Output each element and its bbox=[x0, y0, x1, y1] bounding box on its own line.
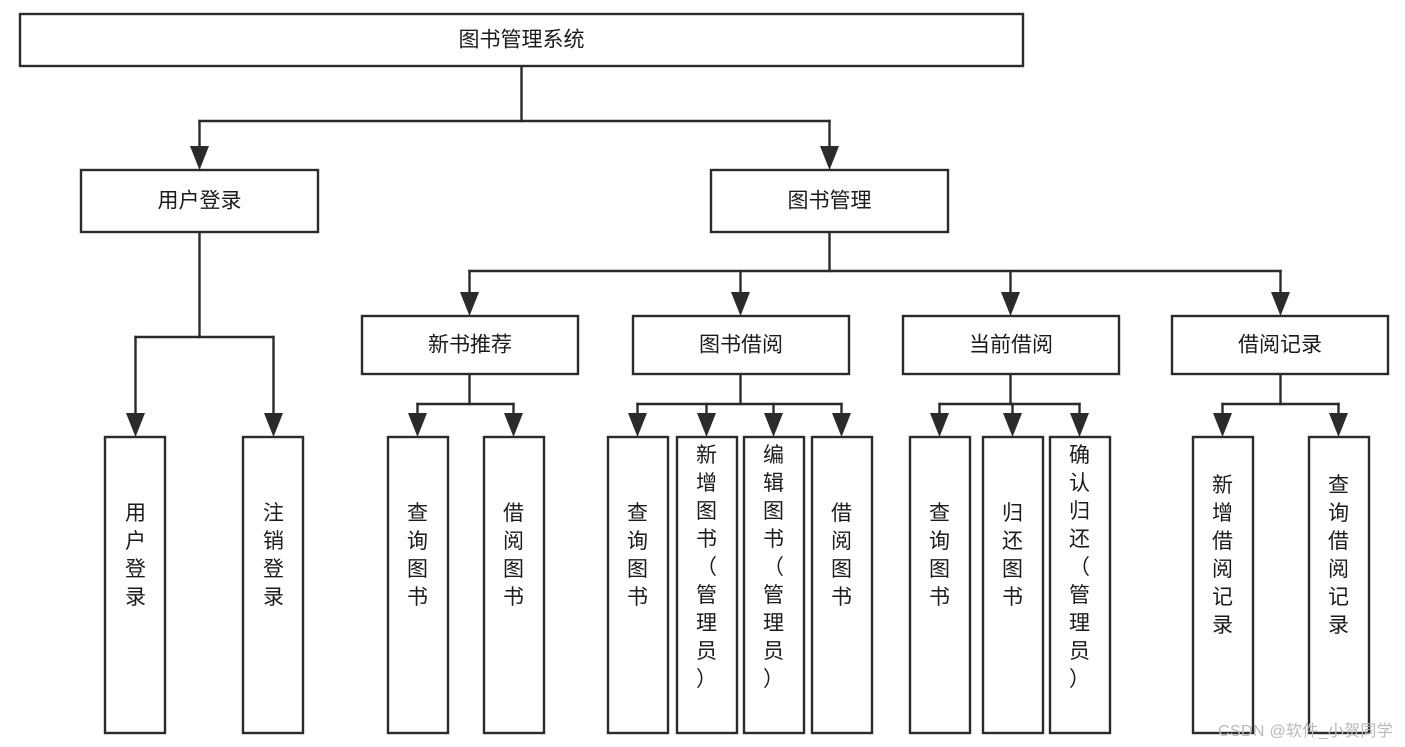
node-borrow-record-box[interactable] bbox=[1170, 314, 1390, 376]
node-leaf-query-record-label: 查询借阅记录 bbox=[1328, 474, 1349, 637]
node-current-borrow[interactable]: 当前借阅 bbox=[901, 314, 1121, 376]
node-leaf-return-book[interactable]: 归还图书 bbox=[981, 435, 1045, 735]
node-current-borrow-box[interactable] bbox=[901, 314, 1121, 376]
connector-layer bbox=[126, 64, 1348, 437]
arrow-head-user-login bbox=[190, 146, 209, 170]
node-leaf-add-book-admin[interactable]: 新增图书（管理员） bbox=[675, 435, 739, 735]
node-leaf-query-book-2-box[interactable] bbox=[606, 435, 670, 735]
node-new-book-recommend-box[interactable] bbox=[360, 314, 580, 376]
arrow-head-leaf-add-record bbox=[1213, 413, 1232, 437]
node-root-label: 图书管理系统 bbox=[459, 29, 585, 52]
node-leaf-logout-box[interactable] bbox=[241, 435, 305, 735]
arrow-head-book-borrow bbox=[731, 292, 750, 316]
node-leaf-query-book-1-box[interactable] bbox=[386, 435, 450, 735]
node-leaf-logout[interactable]: 注销登录 bbox=[241, 435, 305, 735]
node-borrow-record-label: 借阅记录 bbox=[1238, 334, 1322, 357]
node-leaf-query-record-box[interactable] bbox=[1307, 435, 1371, 735]
node-leaf-borrow-book-2-box[interactable] bbox=[810, 435, 874, 735]
node-root-box[interactable] bbox=[18, 12, 1025, 68]
node-book-manage-box[interactable] bbox=[709, 168, 950, 234]
node-root[interactable]: 图书管理系统 bbox=[18, 12, 1025, 68]
node-leaf-confirm-return-admin-box[interactable] bbox=[1048, 435, 1112, 735]
node-leaf-user-login-box[interactable] bbox=[103, 435, 167, 735]
node-new-book-recommend[interactable]: 新书推荐 bbox=[360, 314, 580, 376]
node-leaf-edit-book-admin-box[interactable] bbox=[742, 435, 806, 735]
node-leaf-add-record-box[interactable] bbox=[1191, 435, 1255, 735]
arrow-head-leaf-query-book-2 bbox=[628, 413, 647, 437]
arrow-head-leaf-edit-book-admin bbox=[764, 413, 783, 437]
arrow-head-book-manage bbox=[820, 146, 839, 170]
node-leaf-logout-label: 注销登录 bbox=[263, 502, 284, 609]
node-leaf-add-book-admin-label: 新增图书（管理员） bbox=[696, 444, 717, 691]
node-leaf-confirm-return-admin-label: 确认归还（管理员） bbox=[1069, 444, 1090, 691]
arrow-head-borrow-record bbox=[1271, 292, 1290, 316]
node-leaf-borrow-book-1-box[interactable] bbox=[482, 435, 546, 735]
node-leaf-query-book-1[interactable]: 查询图书 bbox=[386, 435, 450, 735]
arrow-head-leaf-borrow-book-2 bbox=[832, 413, 851, 437]
node-leaf-user-login[interactable]: 用户登录 bbox=[103, 435, 167, 735]
node-leaf-user-login-label: 用户登录 bbox=[125, 502, 146, 609]
node-leaf-edit-book-admin[interactable]: 编辑图书（管理员） bbox=[742, 435, 806, 735]
node-leaf-query-book-3[interactable]: 查询图书 bbox=[908, 435, 972, 735]
node-borrow-record[interactable]: 借阅记录 bbox=[1170, 314, 1390, 376]
node-leaf-query-book-3-box[interactable] bbox=[908, 435, 972, 735]
node-user-login-label: 用户登录 bbox=[158, 190, 242, 213]
node-leaf-add-record[interactable]: 新增借阅记录 bbox=[1191, 435, 1255, 735]
node-user-login-box[interactable] bbox=[79, 168, 320, 234]
node-leaf-return-book-box[interactable] bbox=[981, 435, 1045, 735]
node-book-manage-label: 图书管理 bbox=[788, 190, 872, 213]
arrow-head-leaf-add-book-admin bbox=[697, 413, 716, 437]
node-current-borrow-label: 当前借阅 bbox=[969, 334, 1053, 357]
arrow-head-leaf-return-book bbox=[1003, 413, 1022, 437]
node-user-login[interactable]: 用户登录 bbox=[79, 168, 320, 234]
arrow-head-leaf-query-book-1 bbox=[408, 413, 427, 437]
node-leaf-query-record[interactable]: 查询借阅记录 bbox=[1307, 435, 1371, 735]
arrow-head-leaf-logout bbox=[264, 413, 283, 437]
node-leaf-add-record-label: 新增借阅记录 bbox=[1212, 474, 1233, 637]
arrow-head-leaf-query-record bbox=[1329, 413, 1348, 437]
node-leaf-borrow-book-1-label: 借阅图书 bbox=[503, 502, 524, 609]
node-leaf-query-book-2-label: 查询图书 bbox=[627, 502, 648, 609]
node-book-borrow-label: 图书借阅 bbox=[699, 334, 783, 357]
node-new-book-recommend-label: 新书推荐 bbox=[428, 334, 512, 357]
node-leaf-confirm-return-admin[interactable]: 确认归还（管理员） bbox=[1048, 435, 1112, 735]
arrow-head-new-book-recommend bbox=[460, 292, 479, 316]
node-leaf-query-book-3-label: 查询图书 bbox=[929, 502, 950, 609]
arrow-head-leaf-borrow-book-1 bbox=[504, 413, 523, 437]
node-book-borrow-box[interactable] bbox=[631, 314, 851, 376]
arrow-head-current-borrow bbox=[1001, 292, 1020, 316]
node-book-manage[interactable]: 图书管理 bbox=[709, 168, 950, 234]
node-leaf-borrow-book-2-label: 借阅图书 bbox=[831, 502, 852, 609]
leaf-layer: 用户登录 注销登录 查询图书 借阅图书 查询图书 新增图书（管理员） 编辑图书（… bbox=[103, 435, 1371, 735]
node-leaf-return-book-label: 归还图书 bbox=[1002, 502, 1023, 609]
node-leaf-edit-book-admin-label: 编辑图书（管理员） bbox=[763, 444, 784, 691]
node-leaf-query-book-1-label: 查询图书 bbox=[407, 502, 428, 609]
node-leaf-borrow-book-2[interactable]: 借阅图书 bbox=[810, 435, 874, 735]
node-leaf-add-book-admin-box[interactable] bbox=[675, 435, 739, 735]
node-leaf-borrow-book-1[interactable]: 借阅图书 bbox=[482, 435, 546, 735]
arrow-head-leaf-query-book-3 bbox=[930, 413, 949, 437]
arrow-head-leaf-user-login bbox=[126, 413, 145, 437]
arrow-head-leaf-confirm-return bbox=[1070, 413, 1089, 437]
node-book-borrow[interactable]: 图书借阅 bbox=[631, 314, 851, 376]
node-leaf-query-book-2[interactable]: 查询图书 bbox=[606, 435, 670, 735]
